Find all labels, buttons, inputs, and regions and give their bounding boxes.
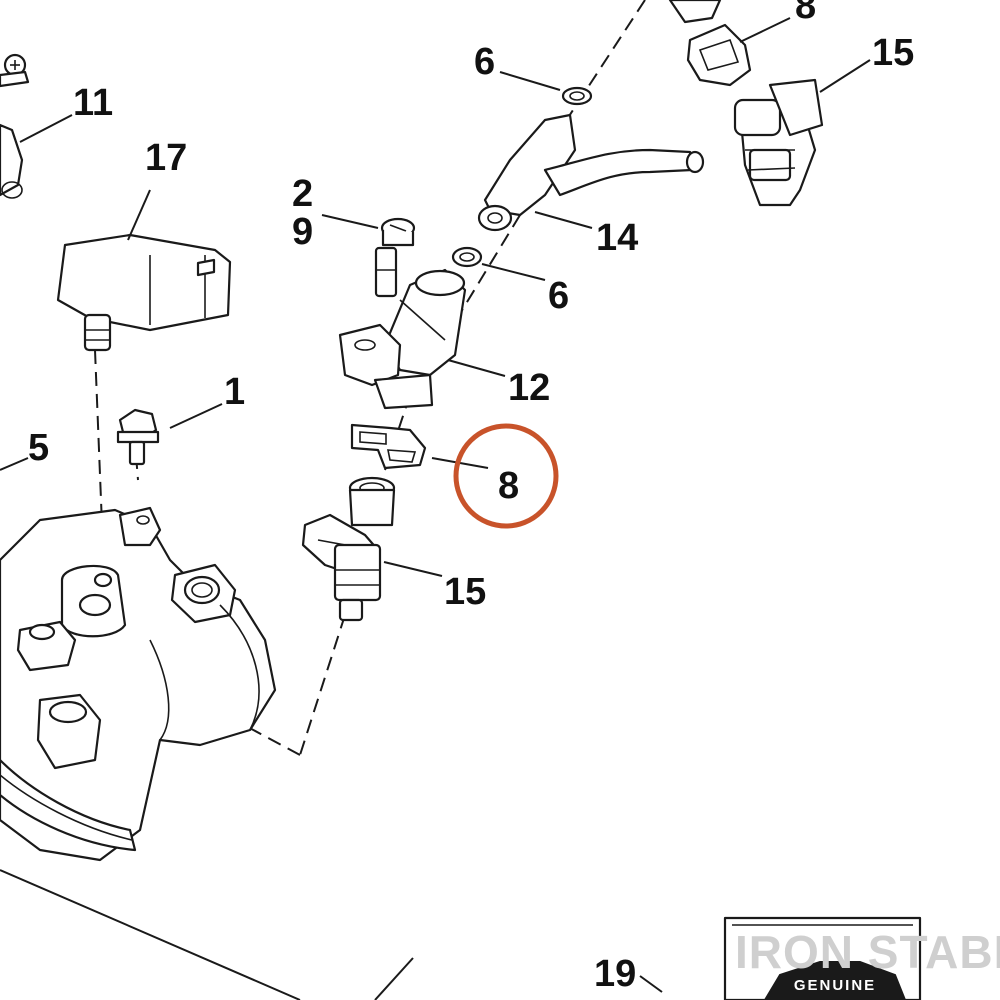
flange-bolt bbox=[116, 408, 160, 466]
callout-labels: 8 15 6 11 17 2 9 14 6 12 1 5 8 15 19 bbox=[28, 0, 914, 995]
callout-14: 14 bbox=[596, 217, 638, 259]
map-sensor bbox=[56, 233, 232, 352]
genuine-parts-package: GENUINE bbox=[723, 916, 922, 1000]
fuel-injector-mid bbox=[301, 476, 396, 622]
idle-air-valve bbox=[0, 123, 24, 199]
highlight-ring bbox=[453, 423, 559, 529]
callout-17: 17 bbox=[145, 137, 187, 179]
callout-1: 1 bbox=[224, 371, 245, 413]
retaining-clip-mid bbox=[350, 423, 427, 470]
callout-8-mid: 8 bbox=[498, 465, 519, 507]
top-left-fastener bbox=[0, 53, 30, 88]
retaining-clip-top bbox=[668, 0, 752, 87]
callout-6-mid: 6 bbox=[548, 275, 569, 317]
fuel-injector-top bbox=[733, 78, 824, 207]
fuel-cap-bracket bbox=[338, 268, 467, 410]
callout-19: 19 bbox=[594, 953, 636, 995]
screw bbox=[374, 217, 416, 298]
leader-lines bbox=[0, 17, 871, 993]
callout-12: 12 bbox=[508, 367, 550, 409]
callout-6-top: 6 bbox=[474, 41, 495, 83]
callout-9: 9 bbox=[292, 211, 313, 253]
fuel-tee-fitting bbox=[451, 86, 705, 268]
callout-15-mid: 15 bbox=[444, 571, 486, 613]
callout-2: 2 bbox=[292, 173, 313, 215]
callout-8-top: 8 bbox=[795, 0, 816, 27]
throttle-body bbox=[0, 506, 277, 862]
bottom-frame-lines bbox=[0, 869, 414, 1000]
callout-15-top: 15 bbox=[872, 32, 914, 74]
watermark-text: IRON STABLE bbox=[735, 926, 1000, 978]
callout-5: 5 bbox=[28, 427, 49, 469]
genuine-badge-text: GENUINE bbox=[794, 977, 876, 994]
callout-11: 11 bbox=[73, 82, 113, 124]
